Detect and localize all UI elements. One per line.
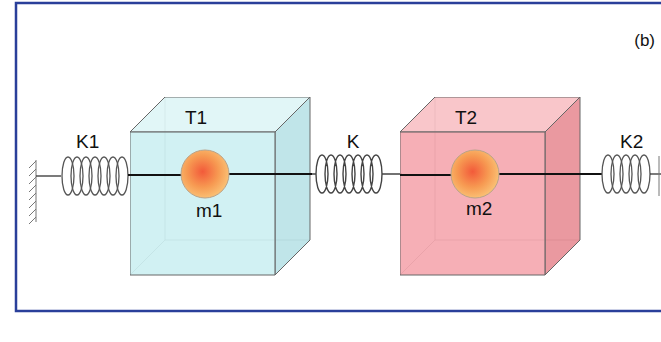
mass-label: m1 <box>196 201 222 220</box>
mass-label: m2 <box>466 199 492 218</box>
cube-drawing <box>130 97 312 277</box>
spring-connector <box>310 155 402 193</box>
frame <box>16 3 661 311</box>
spring-k2 <box>580 155 661 193</box>
spring-k1 <box>36 157 132 195</box>
spring-label: K <box>347 132 360 151</box>
left-wall <box>29 160 36 224</box>
panel-label: (b) <box>634 32 655 49</box>
spring-label: K2 <box>620 132 643 151</box>
cube-box: T2 m2 <box>400 97 582 277</box>
cube-drawing <box>400 97 582 277</box>
right-wall <box>659 156 660 196</box>
temperature-label: T1 <box>185 108 207 127</box>
temperature-label: T2 <box>455 108 477 127</box>
cube-box: T1 m1 <box>130 97 312 277</box>
spring-label: K1 <box>76 132 99 151</box>
